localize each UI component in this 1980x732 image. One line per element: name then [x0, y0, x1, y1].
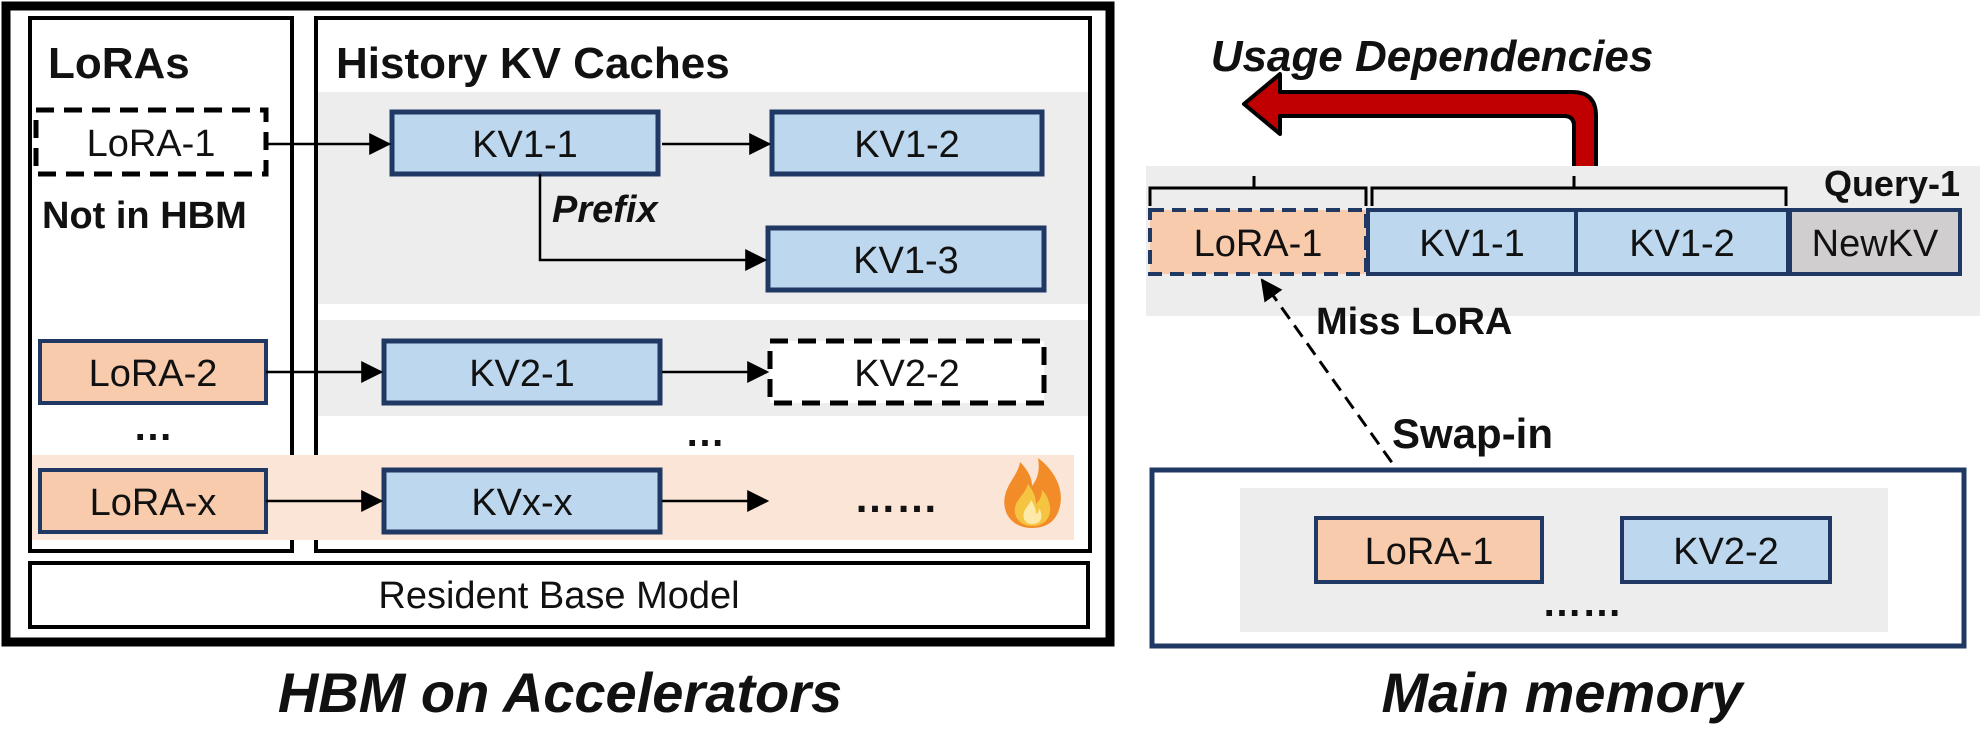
query-braces	[1148, 176, 1788, 206]
arrow-kv11-kv13	[538, 174, 768, 271]
not-in-hbm-label: Not in HBM	[42, 195, 247, 237]
hbm-panel: LoRAs History KV Caches LoRA-1 Not in HB…	[1, 1, 1115, 724]
loras-column-border	[28, 16, 294, 553]
brace-lora	[1148, 176, 1368, 206]
lora-x-label: LoRA-x	[90, 482, 217, 524]
lora-x-box: LoRA-x	[38, 468, 268, 534]
pool-ellipsis: ……	[1542, 581, 1622, 625]
base-model-label: Resident Base Model	[378, 575, 739, 617]
lora-1-box: LoRA-1	[33, 107, 269, 177]
kv1-1-label: KV1-1	[472, 124, 578, 166]
usage-dependency-arrow	[1242, 72, 1598, 170]
query-kv1-2-box: KV1-2	[1574, 208, 1790, 276]
pool-lora-1-box: LoRA-1	[1314, 516, 1544, 584]
swap-in-label: Swap-in	[1392, 410, 1553, 457]
hbm-caption: HBM on Accelerators	[278, 661, 842, 724]
miss-lora-label: Miss LoRA	[1316, 301, 1512, 343]
pool-kv2-2-label: KV2-2	[1673, 531, 1779, 573]
kv1-2-label: KV1-2	[854, 124, 960, 166]
kv1-1-box: KV1-1	[389, 109, 661, 177]
kv-column-border	[314, 16, 1092, 553]
lora-1-label: LoRA-1	[87, 123, 216, 165]
main-memory-panel: Usage Dependencies Query-1 LoRA-1 KV1-1 …	[1146, 32, 1980, 724]
kv-caches-title: History KV Caches	[336, 39, 730, 88]
pool-kv2-2-box: KV2-2	[1620, 516, 1832, 584]
query-newkv-box: NewKV	[1788, 208, 1962, 276]
kv2-1-box: KV2-1	[381, 338, 663, 406]
query-kv1-2-label: KV1-2	[1629, 223, 1735, 265]
kv2-2-box: KV2-2	[767, 338, 1047, 406]
query-kv1-1-label: KV1-1	[1419, 223, 1525, 265]
kv1-3-label: KV1-3	[853, 240, 959, 282]
loras-title: LoRAs	[48, 39, 190, 88]
kvx-x-label: KVx-x	[471, 482, 572, 524]
base-model-box	[28, 561, 1090, 629]
kv1-3-box: KV1-3	[765, 225, 1047, 293]
query-newkv-label: NewKV	[1812, 223, 1939, 265]
hbm-outer-border	[1, 1, 1115, 647]
kv2-2-label: KV2-2	[854, 353, 960, 395]
fire-icon	[1004, 458, 1061, 528]
lora-ellipsis: …	[133, 405, 173, 449]
usage-dependencies-label: Usage Dependencies	[1211, 32, 1654, 81]
hbm-arrows	[266, 133, 772, 512]
pool-lora-1-label: LoRA-1	[1365, 531, 1494, 573]
kv1-2-box: KV1-2	[769, 109, 1045, 177]
lora-2-label: LoRA-2	[89, 353, 218, 395]
kv2-1-label: KV2-1	[469, 353, 575, 395]
query-lora-1-label: LoRA-1	[1194, 223, 1323, 265]
query-kv1-1-box: KV1-1	[1366, 208, 1578, 276]
hot-ellipsis: ……	[854, 474, 938, 521]
brace-kv	[1370, 176, 1788, 206]
main-memory-caption: Main memory	[1382, 661, 1746, 724]
kv-ellipsis: …	[685, 411, 725, 455]
kvx-x-box: KVx-x	[381, 467, 663, 535]
query-label: Query-1	[1824, 163, 1960, 204]
query-lora-1-box: LoRA-1	[1148, 208, 1368, 276]
prefix-label: Prefix	[552, 189, 659, 231]
lora-2-box: LoRA-2	[38, 339, 268, 405]
